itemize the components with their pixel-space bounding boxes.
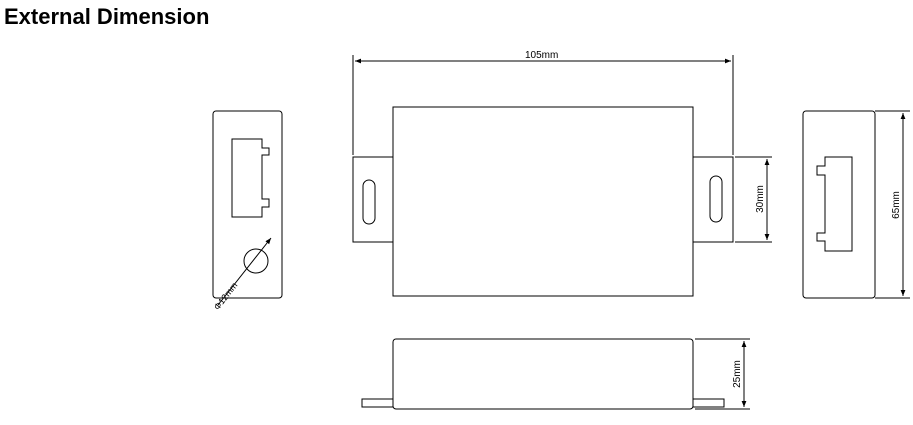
front-body: [392, 106, 694, 297]
bottom-left-tab: [361, 398, 394, 408]
right-mount-slot: [709, 175, 723, 223]
diameter-leader: [217, 237, 272, 306]
round-hole: [243, 248, 269, 274]
right-mounting-flange: [693, 156, 734, 243]
bottom-view: [361, 338, 750, 410]
right-connector-socket: [816, 156, 853, 252]
height-label: 65mm: [891, 191, 902, 219]
hole-diameter-label: Φ12mm: [212, 280, 240, 312]
page-title: External Dimension: [4, 4, 210, 29]
left-connector-socket: [231, 138, 270, 218]
left-side-view-body: [212, 110, 283, 299]
bottom-right-tab: [692, 398, 725, 408]
right-side-view: [802, 110, 910, 299]
thickness-label: 25mm: [732, 360, 743, 388]
left-side-view: [212, 110, 283, 306]
left-mounting-flange: [352, 156, 393, 243]
front-view: [352, 55, 772, 297]
left-mount-slot: [362, 179, 376, 225]
mount-height-label: 30mm: [755, 185, 766, 213]
right-side-view-body: [802, 110, 876, 299]
bottom-body: [392, 338, 694, 410]
length-label: 105mm: [525, 50, 558, 61]
